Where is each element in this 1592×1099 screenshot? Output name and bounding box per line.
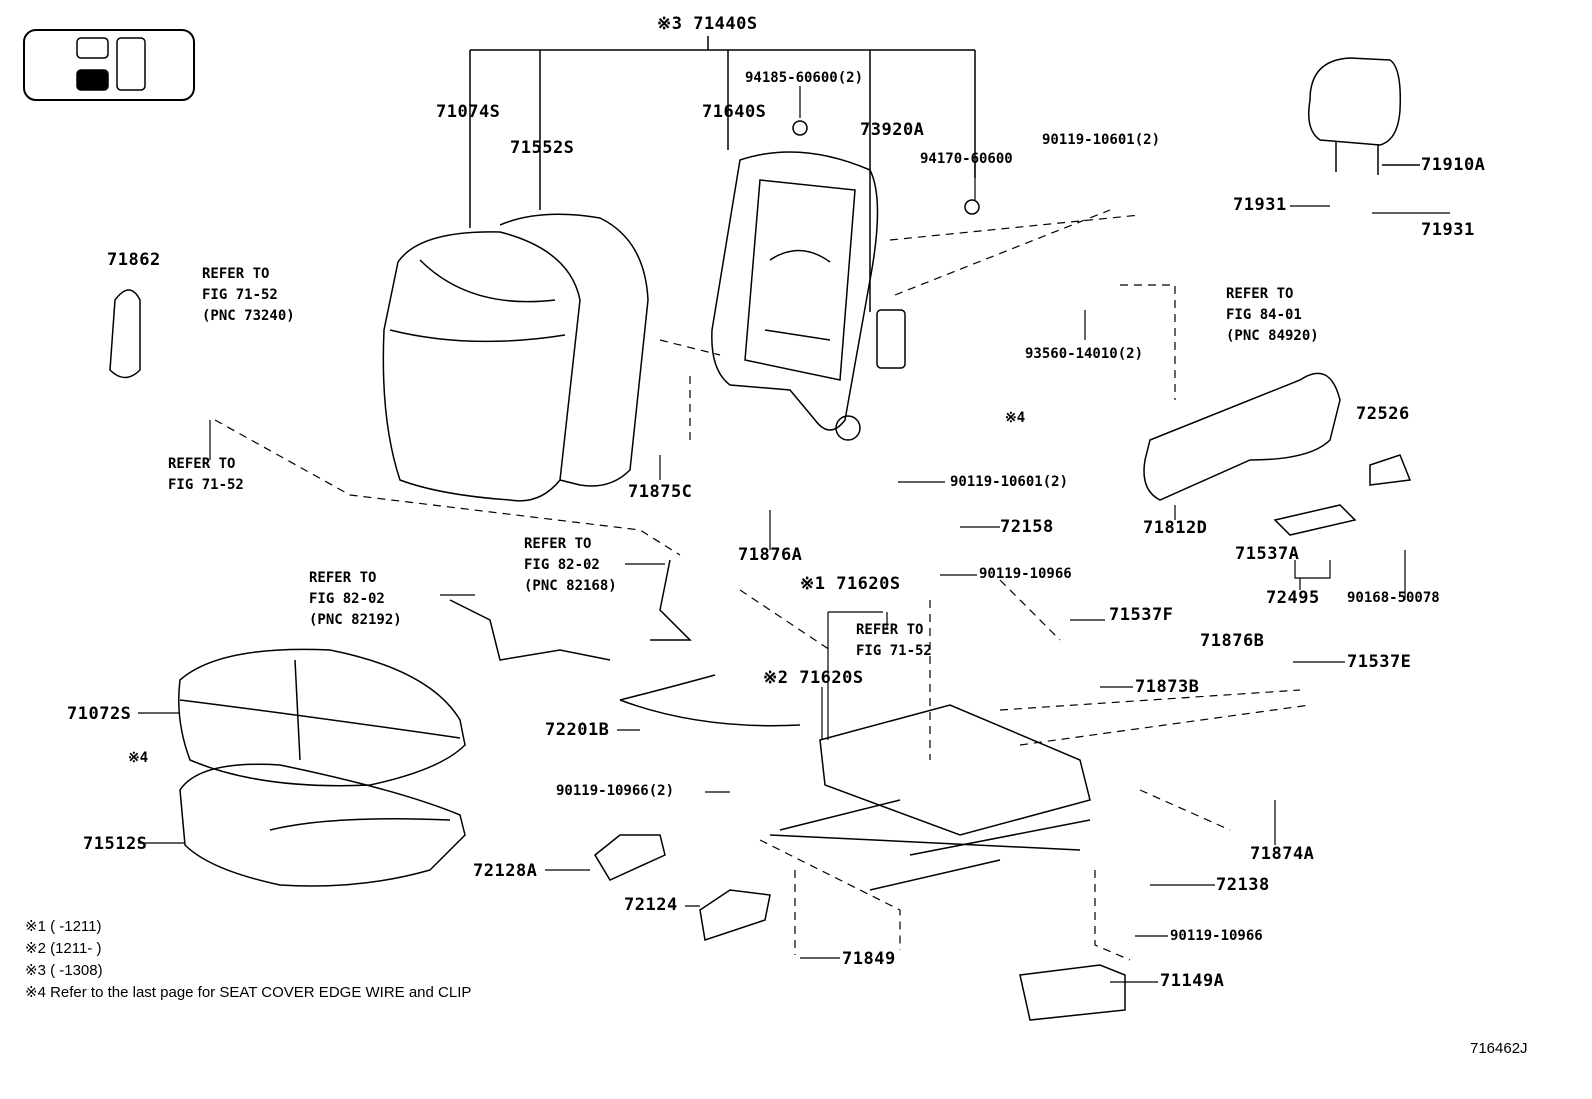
part-71537F: 71537F bbox=[1109, 605, 1174, 625]
harness-82168 bbox=[650, 559, 692, 641]
part-71620S-1: ※1 71620S bbox=[800, 574, 901, 594]
note-ref-4-lower: ※4 bbox=[128, 750, 149, 766]
part-71862: 71862 bbox=[107, 250, 161, 270]
part-71072S: 71072S bbox=[67, 704, 132, 724]
part-72495: 72495 bbox=[1266, 588, 1320, 608]
part-71876B: 71876B bbox=[1200, 631, 1265, 651]
part-71149A: 71149A bbox=[1160, 971, 1225, 991]
headrest-71910A bbox=[1308, 57, 1402, 146]
part-90119-10601-top: 90119-10601(2) bbox=[1042, 132, 1161, 148]
seat-position-icon bbox=[23, 29, 195, 101]
part-71074S: 71074S bbox=[436, 102, 501, 122]
part-72138: 72138 bbox=[1216, 875, 1270, 895]
part-71552S: 71552S bbox=[510, 138, 575, 158]
note-ref-4-upper: ※4 bbox=[1005, 410, 1026, 426]
part-72201B: 72201B bbox=[545, 720, 610, 740]
footnote-3: ※3 ( -1308) bbox=[25, 962, 103, 979]
seatback-cover-71074S bbox=[382, 231, 581, 502]
cover-72124 bbox=[699, 889, 771, 941]
seat-cushion-pad-71512S bbox=[179, 763, 466, 887]
part-71620S-2: ※2 71620S bbox=[763, 668, 864, 688]
part-71512S: 71512S bbox=[83, 834, 148, 854]
footnote-2: ※2 (1211- ) bbox=[25, 940, 102, 957]
part-93560-14010: 93560-14010(2) bbox=[1025, 346, 1144, 362]
lever-71537A bbox=[1273, 504, 1357, 536]
part-71875C: 71875C bbox=[628, 482, 693, 502]
part-71931-left: 71931 bbox=[1233, 195, 1287, 215]
knob-72526 bbox=[1369, 454, 1412, 486]
diagram-code: 716462J bbox=[1470, 1040, 1528, 1057]
part-72158: 72158 bbox=[1000, 517, 1054, 537]
part-72124: 72124 bbox=[624, 895, 678, 915]
part-90119-10966-c: 90119-10966 bbox=[1170, 928, 1263, 944]
seat-cushion-frame-71620S bbox=[819, 704, 1091, 836]
part-94185-60600: 94185-60600(2) bbox=[745, 70, 864, 86]
footnote-4: ※4 Refer to the last page for SEAT COVER… bbox=[25, 984, 472, 1001]
cover-72128A bbox=[594, 834, 666, 881]
part-71640S: 71640S bbox=[702, 102, 767, 122]
wire-72201B bbox=[619, 674, 801, 727]
part-71910A: 71910A bbox=[1421, 155, 1486, 175]
part-90119-10601-mid: 90119-10601(2) bbox=[950, 474, 1069, 490]
part-72128A: 72128A bbox=[473, 861, 538, 881]
footnotes: ※1 ( -1211) ※2 (1211- ) ※3 ( -1308) ※4 R… bbox=[25, 916, 471, 1004]
seat-cushion-cover-71072S bbox=[178, 648, 466, 787]
seatback-frame-71640S bbox=[711, 151, 879, 431]
part-72526: 72526 bbox=[1356, 404, 1410, 424]
part-71537E: 71537E bbox=[1347, 652, 1412, 672]
part-71537A: 71537A bbox=[1235, 544, 1300, 564]
part-94170-60600: 94170-60600 bbox=[920, 151, 1013, 167]
part-71873B: 71873B bbox=[1135, 677, 1200, 697]
side-shield-71812D bbox=[1143, 372, 1341, 501]
part-90168-50078: 90168-50078 bbox=[1347, 590, 1440, 606]
part-73920A: 73920A bbox=[860, 120, 925, 140]
part-71874A: 71874A bbox=[1250, 844, 1315, 864]
part-71440S: ※3 71440S bbox=[657, 14, 758, 34]
part-71931-right: 71931 bbox=[1421, 220, 1475, 240]
part-71849: 71849 bbox=[842, 949, 896, 969]
harness-82192 bbox=[449, 599, 611, 661]
part-71812D: 71812D bbox=[1143, 518, 1208, 538]
part-90119-10966-b: 90119-10966(2) bbox=[556, 783, 675, 799]
footnote-1: ※1 ( -1211) bbox=[25, 918, 102, 935]
seatback-pad-71552S bbox=[499, 213, 649, 487]
cover-71149A bbox=[1019, 964, 1126, 1021]
part-71876A: 71876A bbox=[738, 545, 803, 565]
part-90119-10966-a: 90119-10966 bbox=[979, 566, 1072, 582]
trim-71862 bbox=[109, 289, 141, 379]
